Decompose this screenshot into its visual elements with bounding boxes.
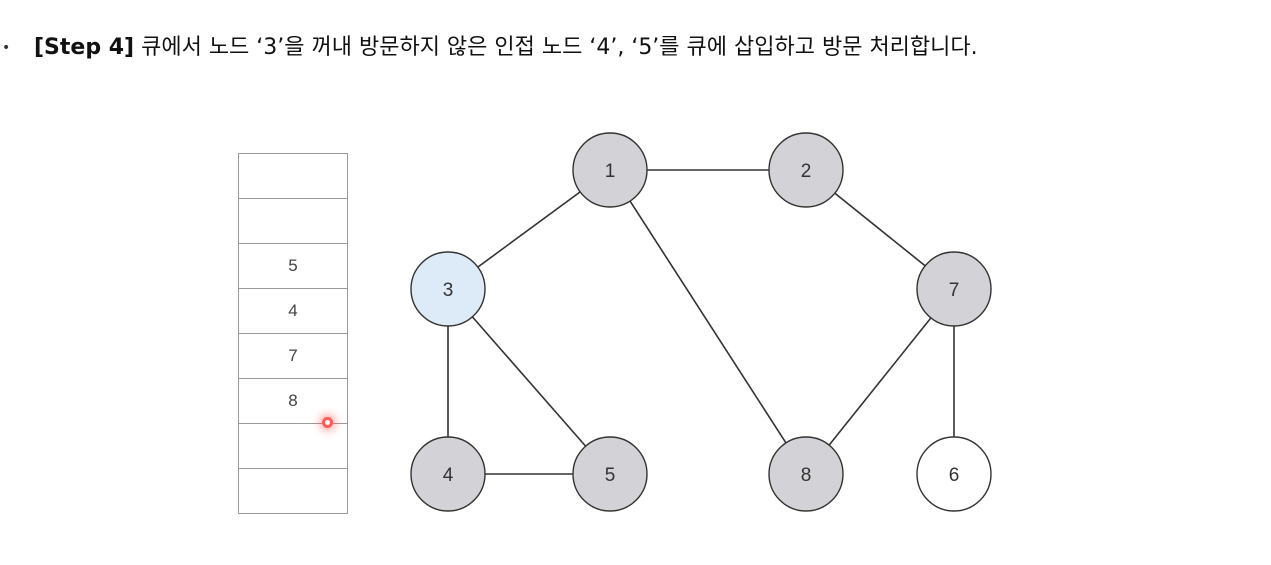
node-7: 7 [916,251,992,327]
node-circle [410,436,486,512]
queue-cell: 5 [239,244,347,289]
node-circle [410,251,486,327]
node-2: 2 [768,132,844,208]
node-circle [768,436,844,512]
edge-7-8 [805,288,955,475]
edge-1-8 [609,169,807,475]
node-circle [572,132,648,208]
queue-cell [239,469,347,514]
node-circle [768,132,844,208]
queue-cell [239,424,347,469]
bullet-icon: • [2,40,11,56]
node-1: 1 [572,132,648,208]
node-label: 6 [949,465,960,486]
node-label: 1 [605,161,616,182]
step-caption: • [Step 4] 큐에서 노드 ‘3’을 꺼내 방문하지 않은 인접 노드 … [0,28,1271,68]
queue-cell: 8 [239,379,347,424]
node-label: 4 [443,465,454,486]
node-6: 6 [916,436,992,512]
caption-text: [Step 4] 큐에서 노드 ‘3’을 꺼내 방문하지 않은 인접 노드 ‘4… [34,28,978,68]
node-8: 8 [768,436,844,512]
node-label: 2 [801,161,812,182]
node-label: 8 [801,465,812,486]
node-label: 7 [949,280,960,301]
node-circle [572,436,648,512]
node-circle [916,436,992,512]
edge-3-5 [447,288,611,475]
pointer-indicator-icon [322,417,333,428]
node-5: 5 [572,436,648,512]
caption-description: 큐에서 노드 ‘3’을 꺼내 방문하지 않은 인접 노드 ‘4’, ‘5’를 큐… [134,35,978,60]
queue-cell [239,199,347,244]
node-3: 3 [410,251,486,327]
queue: 5 4 7 8 [238,153,348,514]
queue-cell: 4 [239,289,347,334]
node-circle [916,251,992,327]
step-label: [Step 4] [34,35,135,60]
node-label: 5 [605,465,616,486]
queue-cell [239,154,347,199]
node-4: 4 [410,436,486,512]
node-label: 3 [443,280,454,301]
queue-cell: 7 [239,334,347,379]
